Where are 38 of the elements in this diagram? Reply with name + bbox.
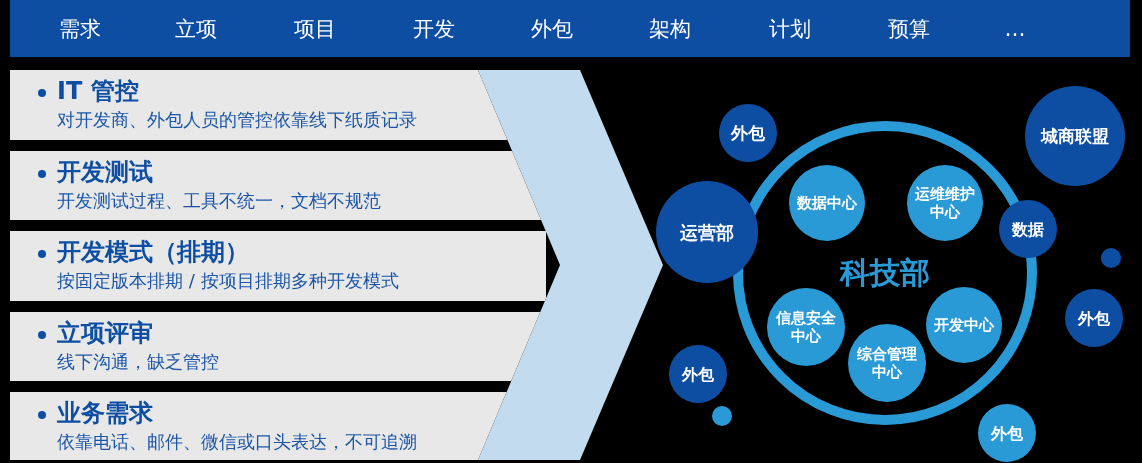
dot-circle	[712, 406, 732, 426]
department-circle: 外包	[669, 345, 727, 403]
list-row	[10, 151, 542, 220]
row-description: 依靠电话、邮件、微信或口头表达，不可追溯	[57, 430, 417, 454]
department-circle: 外包	[719, 104, 777, 162]
department-circle: 数据	[999, 200, 1057, 258]
department-circle: 运营部	[656, 181, 758, 283]
row-heading: 立项评审	[57, 318, 153, 348]
list-row	[10, 70, 508, 140]
row-heading: IT 管控	[57, 76, 139, 106]
list-row	[10, 231, 546, 301]
row-heading: 开发测试	[57, 157, 153, 187]
department-circle: 城商联盟	[1025, 86, 1125, 186]
list-row	[10, 312, 541, 381]
menu-item: 需求	[59, 17, 101, 41]
department-circle: 外包	[1065, 289, 1123, 347]
dot-circle	[1101, 248, 1121, 268]
menu-item: 项目	[294, 17, 336, 41]
department-circle: 运维维护中心	[907, 165, 983, 241]
menu-item: 预算	[888, 17, 930, 41]
department-circle: 数据中心	[789, 165, 865, 241]
list-row	[10, 392, 507, 460]
row-description: 按固定版本排期 / 按项目排期多种开发模式	[57, 269, 399, 293]
row-description: 开发测试过程、工具不统一，文档不规范	[57, 189, 381, 213]
department-circle: 综合管理中心	[848, 324, 926, 402]
menu-item: 立项	[175, 17, 217, 41]
menu-item: …	[1004, 17, 1026, 41]
row-heading: 开发模式（排期）	[57, 237, 249, 267]
department-circle: 外包	[978, 404, 1036, 462]
department-circle: 信息安全中心	[767, 288, 845, 366]
menu-item: 外包	[531, 17, 573, 41]
row-description: 对开发商、外包人员的管控依靠线下纸质记录	[57, 108, 417, 132]
row-heading: 业务需求	[57, 398, 153, 428]
department-circle: 开发中心	[926, 287, 1002, 363]
menu-item: 架构	[649, 17, 691, 41]
row-description: 线下沟通，缺乏管控	[57, 350, 219, 374]
menu-item: 计划	[769, 17, 811, 41]
menu-item: 开发	[413, 17, 455, 41]
